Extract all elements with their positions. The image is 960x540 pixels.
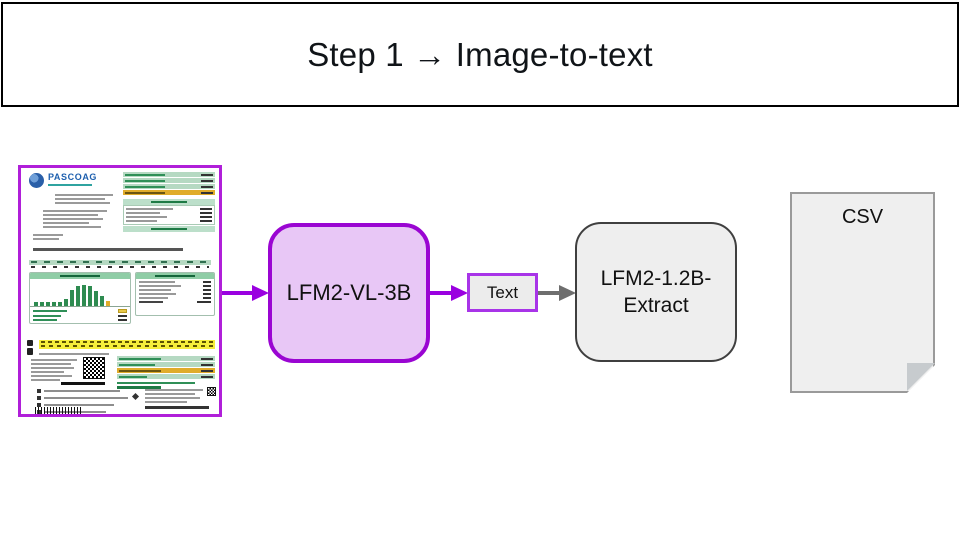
node-lfm2-extract-label: LFM2-1.2B-Extract xyxy=(600,266,712,317)
bill-brand-subline xyxy=(48,184,92,186)
bill-note-line xyxy=(39,353,109,355)
bill-small-lines xyxy=(33,234,63,242)
node-text-label: Text xyxy=(486,282,519,302)
csv-label: CSV xyxy=(841,206,884,228)
bill-highlight-strip xyxy=(39,340,215,349)
arrowhead-bill-to-vl-icon xyxy=(252,285,269,301)
arrowhead-vl-to-text-icon xyxy=(451,285,468,301)
arrow-text-to-extract xyxy=(538,291,560,295)
bill-amount-table xyxy=(117,356,215,391)
bill-account-table xyxy=(123,172,215,196)
bill-mini-barcode xyxy=(207,387,216,396)
bill-diamond-icon xyxy=(131,392,140,401)
bill-payment-header xyxy=(61,382,105,385)
arrow-vl-to-text xyxy=(430,291,452,295)
bill-remit-address xyxy=(145,389,203,405)
bill-globe-icon xyxy=(29,173,44,188)
node-lfm2-extract: LFM2-1.2B-Extract xyxy=(575,222,737,362)
node-lfm2-vl-3b-label: LFM2-VL-3B xyxy=(286,280,412,305)
bill-header-address xyxy=(55,194,113,206)
arrow-bill-to-vl xyxy=(222,291,253,295)
bill-fine-print xyxy=(31,359,77,383)
slide-title: Step 1 → Image-to-text xyxy=(307,35,653,73)
bill-service-summary xyxy=(123,199,215,232)
bill-warning-icons xyxy=(27,340,35,355)
bill-mailing-address xyxy=(43,210,107,230)
usage-bars xyxy=(30,279,130,307)
csv-document: CSV xyxy=(790,192,935,393)
bill-barcode xyxy=(35,407,83,414)
node-lfm2-vl-3b: LFM2-VL-3B xyxy=(268,223,430,363)
bill-service-detail xyxy=(135,272,215,316)
bill-meter-table xyxy=(29,260,211,269)
bill-signature-line xyxy=(145,406,209,409)
arrowhead-text-to-extract-icon xyxy=(559,285,576,301)
bill-qr-code xyxy=(83,357,105,379)
csv-folded-corner-icon xyxy=(907,363,935,391)
utility-bill-image: PASCOAG xyxy=(18,165,222,417)
bill-usage-chart xyxy=(29,272,131,324)
bill-handwriting-line xyxy=(33,248,183,251)
node-text: Text xyxy=(467,273,538,312)
bill-brand: PASCOAG xyxy=(48,172,98,182)
title-box: Step 1 → Image-to-text xyxy=(1,2,959,107)
bill-logo: PASCOAG xyxy=(29,173,97,188)
